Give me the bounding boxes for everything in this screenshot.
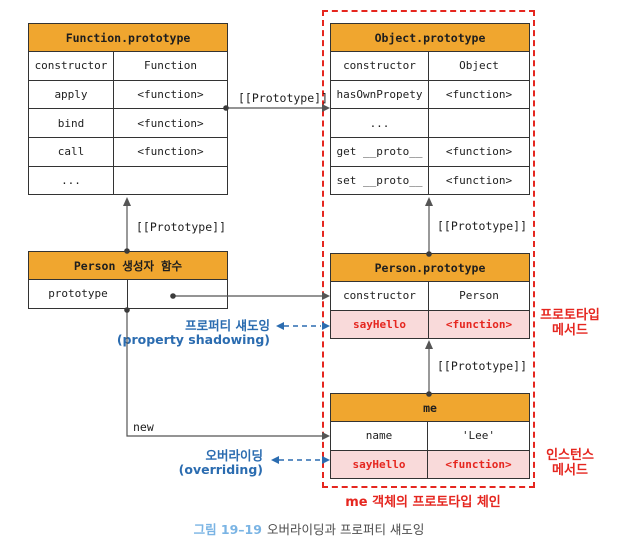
property-value: <function> bbox=[445, 458, 512, 472]
table-row: apply <function> bbox=[29, 80, 227, 110]
table-row-highlighted: sayHello <function> bbox=[331, 450, 529, 479]
table-row: ... bbox=[29, 166, 227, 195]
property-value bbox=[429, 109, 529, 137]
property-value: <function> bbox=[445, 88, 513, 102]
table-row: get __proto__ <function> bbox=[331, 138, 529, 167]
property-value: <function> bbox=[445, 145, 513, 159]
figure-number: 그림 19–19 bbox=[193, 522, 262, 537]
property-key: constructor bbox=[331, 52, 429, 80]
property-value: <function> bbox=[137, 116, 204, 130]
property-key: bind bbox=[29, 109, 114, 138]
table-row: bind <function> bbox=[29, 109, 227, 139]
property-key: get __proto__ bbox=[331, 138, 429, 166]
table-row: constructor Person bbox=[331, 282, 529, 311]
object-prototype-table: Object.prototype constructor Object hasO… bbox=[330, 23, 530, 196]
prototype-link-label: [[Prototype]] bbox=[136, 220, 227, 234]
new-keyword-label: new bbox=[133, 420, 154, 434]
prototype-link-label: [[Prototype]] bbox=[437, 359, 528, 373]
prototype-chain-boundary bbox=[322, 10, 535, 488]
me-object-title: me bbox=[331, 394, 529, 422]
property-value bbox=[114, 167, 227, 195]
property-value: <function> bbox=[137, 88, 204, 102]
table-row: constructor Function bbox=[29, 52, 227, 81]
property-value: <function> bbox=[445, 318, 513, 332]
property-shadowing-english: (property shadowing) bbox=[116, 332, 270, 347]
arrow-person-to-function-prototype bbox=[123, 197, 131, 254]
prototype-link-label: [[Prototype]] bbox=[238, 91, 329, 105]
table-row: constructor Object bbox=[331, 52, 529, 81]
overriding-note: 오버라이딩 (overriding) bbox=[179, 449, 263, 477]
property-key: constructor bbox=[331, 282, 429, 310]
property-key: set __proto__ bbox=[331, 166, 429, 195]
prototype-link-label: [[Prototype]] bbox=[437, 219, 528, 233]
instance-method-note: 인스턴스 메서드 bbox=[510, 448, 630, 478]
instance-method-line2: 메서드 bbox=[552, 462, 588, 478]
property-key: constructor bbox=[29, 52, 114, 80]
person-constructor-table: Person 생성자 함수 prototype bbox=[28, 251, 228, 309]
person-constructor-title: Person 생성자 함수 bbox=[29, 252, 227, 280]
overriding-korean: 오버라이딩 bbox=[205, 448, 263, 463]
person-prototype-title: Person.prototype bbox=[331, 254, 529, 282]
property-key: ... bbox=[29, 166, 114, 195]
property-shadowing-note: 프로퍼티 섀도잉 (property shadowing) bbox=[117, 319, 270, 347]
property-key: sayHello bbox=[331, 310, 429, 339]
object-prototype-title: Object.prototype bbox=[331, 24, 529, 52]
property-key: ... bbox=[331, 109, 429, 138]
property-value: Object bbox=[459, 59, 499, 73]
table-row: call <function> bbox=[29, 138, 227, 167]
figure-title: 오버라이딩과 프로퍼티 섀도잉 bbox=[266, 522, 425, 537]
property-value: <function> bbox=[137, 145, 204, 159]
function-prototype-table: Function.prototype constructor Function … bbox=[28, 23, 228, 196]
table-row: name 'Lee' bbox=[331, 422, 529, 451]
property-key: apply bbox=[29, 80, 114, 109]
property-value: Function bbox=[144, 59, 197, 73]
property-value: Person bbox=[459, 289, 499, 303]
function-prototype-title: Function.prototype bbox=[29, 24, 227, 52]
property-value: 'Lee' bbox=[461, 429, 496, 443]
prototype-method-line2: 메서드 bbox=[552, 322, 588, 338]
property-key: hasOwnPropety bbox=[331, 80, 429, 109]
arrow-function-prototype-to-object-prototype bbox=[223, 104, 330, 112]
table-row: set __proto__ <function> bbox=[331, 166, 529, 195]
property-key: sayHello bbox=[331, 450, 428, 479]
property-key: prototype bbox=[29, 280, 128, 308]
prototype-chain-label: me 객체의 프로토타입 체인 bbox=[345, 495, 501, 510]
table-row: hasOwnPropety <function> bbox=[331, 80, 529, 110]
property-key: name bbox=[331, 422, 428, 450]
prototype-method-note: 프로토타입 메서드 bbox=[510, 308, 630, 338]
property-key: call bbox=[29, 138, 114, 166]
person-prototype-table: Person.prototype constructor Person sayH… bbox=[330, 253, 530, 340]
prototype-method-line1: 프로토타입 bbox=[540, 308, 600, 323]
table-row-highlighted: sayHello <function> bbox=[331, 310, 529, 339]
property-value bbox=[128, 280, 227, 308]
figure-caption: 그림 19–19 오버라이딩과 프로퍼티 섀도잉 bbox=[109, 519, 509, 538]
instance-method-line1: 인스턴스 bbox=[546, 448, 594, 463]
property-shadowing-korean: 프로퍼티 섀도잉 bbox=[185, 318, 270, 333]
table-row: ... bbox=[331, 109, 529, 139]
table-row: prototype bbox=[29, 280, 227, 308]
overriding-english: (overriding) bbox=[178, 462, 263, 477]
me-object-table: me name 'Lee' sayHello <function> bbox=[330, 393, 530, 480]
property-value: <function> bbox=[445, 174, 513, 188]
